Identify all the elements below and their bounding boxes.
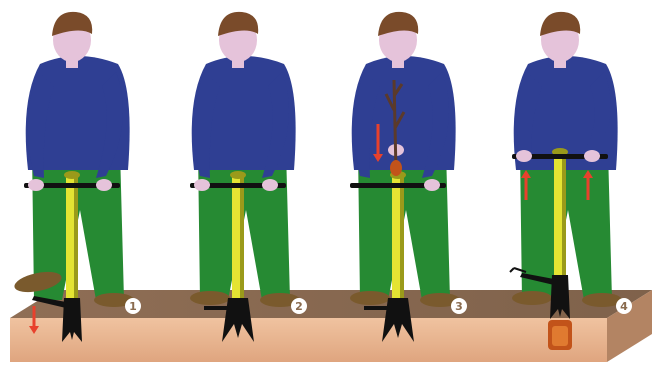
person-shirt — [192, 56, 296, 178]
step-number-text: 1 — [129, 300, 137, 313]
step-number-text: 4 — [620, 300, 628, 313]
step-figure-1: 1 — [13, 12, 141, 342]
step-number-1: 1 — [125, 298, 141, 314]
step-number-text: 3 — [455, 300, 463, 313]
step-number-2: 2 — [291, 298, 307, 314]
step-number-text: 2 — [295, 300, 303, 313]
person-shirt — [26, 56, 130, 178]
person-shirt — [352, 56, 456, 178]
soil-front-face — [10, 318, 607, 362]
step-number-4: 4 — [616, 298, 632, 314]
step-number-3: 3 — [451, 298, 467, 314]
